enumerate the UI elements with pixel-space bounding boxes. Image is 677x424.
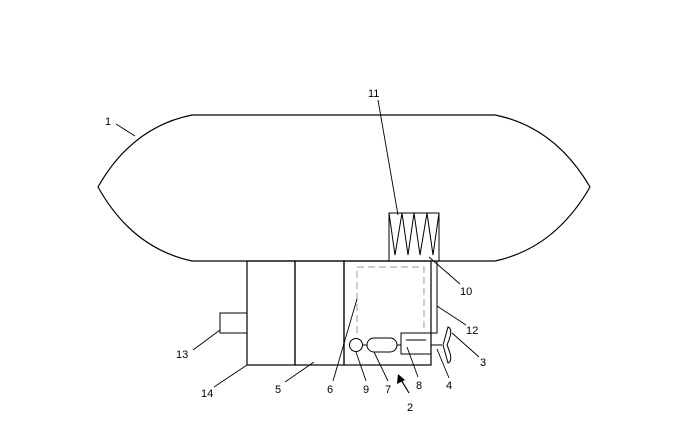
label-12: 12 xyxy=(466,325,478,337)
leader-13 xyxy=(192,329,221,351)
leader-9 xyxy=(355,351,367,382)
label-8: 8 xyxy=(416,380,422,392)
coil-box xyxy=(388,212,440,262)
leader-11 xyxy=(377,99,399,216)
motor xyxy=(400,332,432,355)
leader-14 xyxy=(213,364,248,388)
leader-5 xyxy=(284,361,315,383)
label-14: 14 xyxy=(201,388,213,400)
label-10: 10 xyxy=(460,286,472,298)
leader-8 xyxy=(406,346,419,378)
tank xyxy=(366,337,398,353)
pipe xyxy=(431,260,438,334)
leader-3 xyxy=(451,332,480,358)
gondola-right xyxy=(343,260,432,366)
label-6: 6 xyxy=(327,384,333,396)
leader-10 xyxy=(428,256,461,285)
sphere xyxy=(349,338,363,352)
gondola-middle xyxy=(294,260,345,366)
coil-zigzag xyxy=(388,212,440,256)
label-13: 13 xyxy=(176,349,188,361)
leader-12 xyxy=(436,305,467,326)
label-2: 2 xyxy=(407,402,413,414)
label-7: 7 xyxy=(385,384,391,396)
nozzle xyxy=(219,312,248,334)
propeller xyxy=(442,326,452,364)
direction-arrowhead xyxy=(397,374,405,384)
envelope xyxy=(97,114,591,262)
label-9: 9 xyxy=(363,384,369,396)
label-3: 3 xyxy=(480,357,486,369)
label-1: 1 xyxy=(105,116,111,128)
label-5: 5 xyxy=(275,384,281,396)
leader-6 xyxy=(332,298,358,382)
dashed-panel xyxy=(356,266,425,333)
gondola-left xyxy=(246,260,296,366)
leader-1 xyxy=(115,123,136,137)
leader-4 xyxy=(436,348,450,379)
leader-7 xyxy=(373,351,389,382)
label-4: 4 xyxy=(446,380,452,392)
label-11: 11 xyxy=(368,88,379,100)
